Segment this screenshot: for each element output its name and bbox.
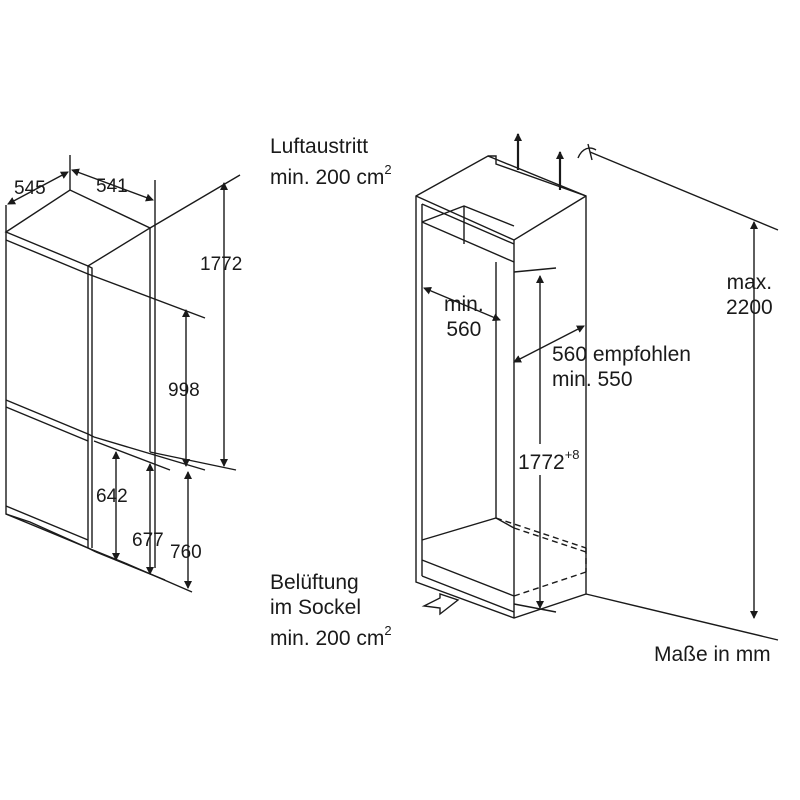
label-depth-rec-line1: 560 empfohlen xyxy=(552,343,691,366)
label-height-upper: 998 xyxy=(168,380,200,401)
label-depth-min: min. 560 xyxy=(444,292,484,342)
appliance-drawing xyxy=(4,189,152,553)
niche-dimension-lines xyxy=(421,133,779,641)
label-air-outlet-line2: min. 200 cm2 xyxy=(270,162,392,189)
label-depth-min-line2: 560 xyxy=(446,318,482,341)
label-height-total: 1772 xyxy=(200,254,243,275)
label-depth-total: 545 xyxy=(14,178,46,199)
label-air-outlet-line1: Luftaustritt xyxy=(270,135,369,158)
label-height-lower-door: 642 xyxy=(96,486,128,507)
label-depth-recommended: 560 empfohlen min. 550 xyxy=(552,342,691,392)
label-depth-rec-line2: min. 550 xyxy=(552,368,633,391)
appliance-dimension-lines xyxy=(5,155,241,593)
label-depth-min-line1: min. xyxy=(444,293,484,316)
label-ventilation-line2: im Sockel xyxy=(270,596,362,619)
label-ventilation-line1: Belüftung xyxy=(270,571,359,594)
label-air-outlet: Luftaustritt min. 200 cm2 xyxy=(270,134,392,190)
label-ventilation: Belüftung im Sockel min. 200 cm2 xyxy=(270,570,392,651)
label-depth-body: 541 xyxy=(96,176,128,197)
label-niche-height: 1772+8 xyxy=(518,444,580,475)
label-max-height-line1: max. xyxy=(726,271,773,294)
label-ventilation-line3: min. 200 cm2 xyxy=(270,623,392,650)
label-height-joint: 760 xyxy=(170,542,202,563)
label-max-height: max. 2200 xyxy=(726,270,773,320)
units-note: Maße in mm xyxy=(654,643,771,666)
niche-drawing xyxy=(415,155,587,619)
label-height-mid: 677 xyxy=(132,530,164,551)
label-max-height-line2: 2200 xyxy=(726,296,773,319)
